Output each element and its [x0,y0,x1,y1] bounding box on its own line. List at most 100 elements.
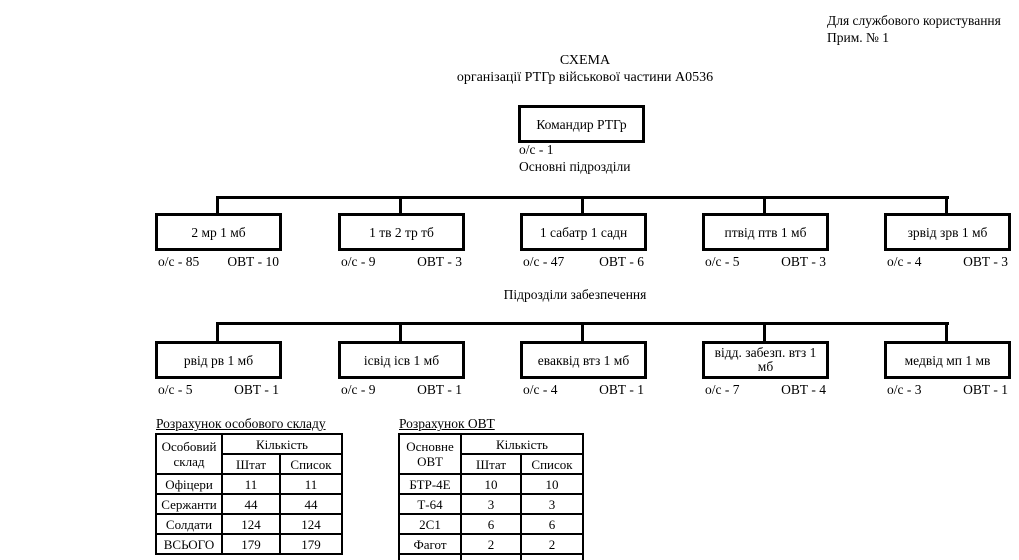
row-label: ВСЬОГО [155,533,223,555]
unit-name: еваквід втз 1 мб [537,352,630,368]
cell-list: 2 [520,553,584,560]
unit-personnel: о/с - 4 [887,254,922,269]
col-header-list: Список [279,453,343,475]
unit-box-support-1: рвід рв 1 мб [155,341,282,379]
unit-name: рвід рв 1 мб [183,352,254,368]
cell-staff: 44 [221,493,281,515]
table-row: Фагот 2 2 [398,533,584,555]
unit-counts-support-3: о/с - 4 ОВТ - 1 [520,382,647,398]
unit-box-main-2: 1 тв 2 тр тб [338,213,465,251]
unit-counts-support-4: о/с - 7 ОВТ - 4 [702,382,829,398]
connector-line [945,196,948,213]
connector-line [581,196,584,213]
col-header-list: Список [520,453,584,475]
cell-list: 10 [520,473,584,495]
table-row: Т-64 3 3 [398,493,584,515]
unit-counts-main-3: о/с - 47 ОВТ - 6 [520,254,647,270]
unit-name: відд. забезп. втз 1 мб [714,345,817,374]
copy-note: Прим. № 1 [827,30,890,45]
unit-name: птвід птв 1 мб [724,224,807,240]
classification-text: Для службового користування [827,13,1001,28]
table-row: БТР-4Е 10 10 [398,473,584,495]
classification-block: Для службового користування Прим. № 1 [827,12,1001,46]
cell-list: 6 [520,513,584,535]
unit-equipment: ОВТ - 4 [781,382,826,397]
row-label: Солдати [155,513,223,535]
row-header-cell: Основне ОВТ [398,433,462,475]
table-row: Штат Список [399,453,584,475]
title-line-2: організації РТГр військової частини А053… [456,70,714,85]
cell-staff: 2 [460,533,522,555]
row-label: Игла [398,553,462,560]
equipment-table: Основне ОВТ Кількість Штат Список БТР-4Е… [398,433,584,560]
table-row: Солдати 124 124 [155,513,343,535]
table-row: Игла 2 2 [398,553,584,560]
unit-personnel: о/с - 47 [523,254,565,269]
unit-name: 2 мр 1 мб [191,224,246,240]
col-header-staff: Штат [460,453,522,475]
row-label: Офіцери [155,473,223,495]
table-row: 2С1 6 6 [398,513,584,535]
cell-list: 3 [520,493,584,515]
table-row: ВСЬОГО 179 179 [155,533,343,555]
unit-box-support-2: ісвід ісв 1 мб [338,341,465,379]
unit-personnel: о/с - 9 [341,382,376,397]
unit-equipment: ОВТ - 1 [599,382,644,397]
cell-staff: 2 [460,553,522,560]
cell-staff: 11 [221,473,281,495]
unit-equipment: ОВТ - 1 [963,382,1008,397]
cell-staff: 124 [221,513,281,535]
personnel-table: Особовий склад Кількість Штат Список Офі… [155,433,343,555]
commander-personnel: о/с - 1 [519,142,554,157]
unit-equipment: ОВТ - 3 [781,254,826,269]
unit-personnel: о/с - 3 [887,382,922,397]
unit-box-main-5: зрвід зрв 1 мб [884,213,1011,251]
title-line-1: СХЕМА [559,53,611,68]
table-row: Сержанти 44 44 [155,493,343,515]
unit-equipment: ОВТ - 10 [227,254,279,269]
equipment-table-title: Розрахунок ОВТ [399,416,495,431]
unit-box-support-3: еваквід втз 1 мб [520,341,647,379]
unit-counts-support-2: о/с - 9 ОВТ - 1 [338,382,465,398]
row-label: 2С1 [398,513,462,535]
unit-counts-support-1: о/с - 5 ОВТ - 1 [155,382,282,398]
col-group-header-cell: Кількість [460,433,584,455]
table-row: Офіцери 11 11 [155,473,343,495]
unit-name: 1 сабатр 1 садн [539,224,628,240]
unit-box-main-4: птвід птв 1 мб [702,213,829,251]
unit-counts-support-5: о/с - 3 ОВТ - 1 [884,382,1011,398]
unit-counts-main-2: о/с - 9 ОВТ - 3 [338,254,465,270]
cell-list: 2 [520,533,584,555]
page-title: СХЕМА організації РТГр військової частин… [335,52,835,86]
unit-personnel: о/с - 85 [158,254,200,269]
unit-counts-main-5: о/с - 4 ОВТ - 3 [884,254,1011,270]
connector-line [216,322,219,341]
unit-name: медвід мп 1 мв [904,352,991,368]
row-label: Фагот [398,533,462,555]
unit-personnel: о/с - 5 [705,254,740,269]
connector-line [763,196,766,213]
cell-list: 11 [279,473,343,495]
unit-personnel: о/с - 4 [523,382,558,397]
row-header-cell: Особовий склад [155,433,223,475]
unit-equipment: ОВТ - 3 [963,254,1008,269]
personnel-table-title: Розрахунок особового складу [156,416,326,431]
cell-staff: 6 [460,513,522,535]
unit-personnel: о/с - 7 [705,382,740,397]
table-row: Особовий склад Кількість [155,433,343,475]
col-header-staff: Штат [221,453,281,475]
cell-staff: 179 [221,533,281,555]
unit-name: ісвід ісв 1 мб [363,352,440,368]
unit-personnel: о/с - 9 [341,254,376,269]
connector-line [399,196,402,213]
connector-line [399,322,402,341]
unit-box-main-1: 2 мр 1 мб [155,213,282,251]
unit-equipment: ОВТ - 1 [234,382,279,397]
unit-equipment: ОВТ - 1 [417,382,462,397]
cell-staff: 10 [460,473,522,495]
connector-line [581,322,584,341]
unit-box-support-5: медвід мп 1 мв [884,341,1011,379]
unit-counts-main-1: о/с - 85 ОВТ - 10 [155,254,282,270]
commander-box: Командир РТГр [518,105,645,143]
table-row: Штат Список [156,453,343,475]
